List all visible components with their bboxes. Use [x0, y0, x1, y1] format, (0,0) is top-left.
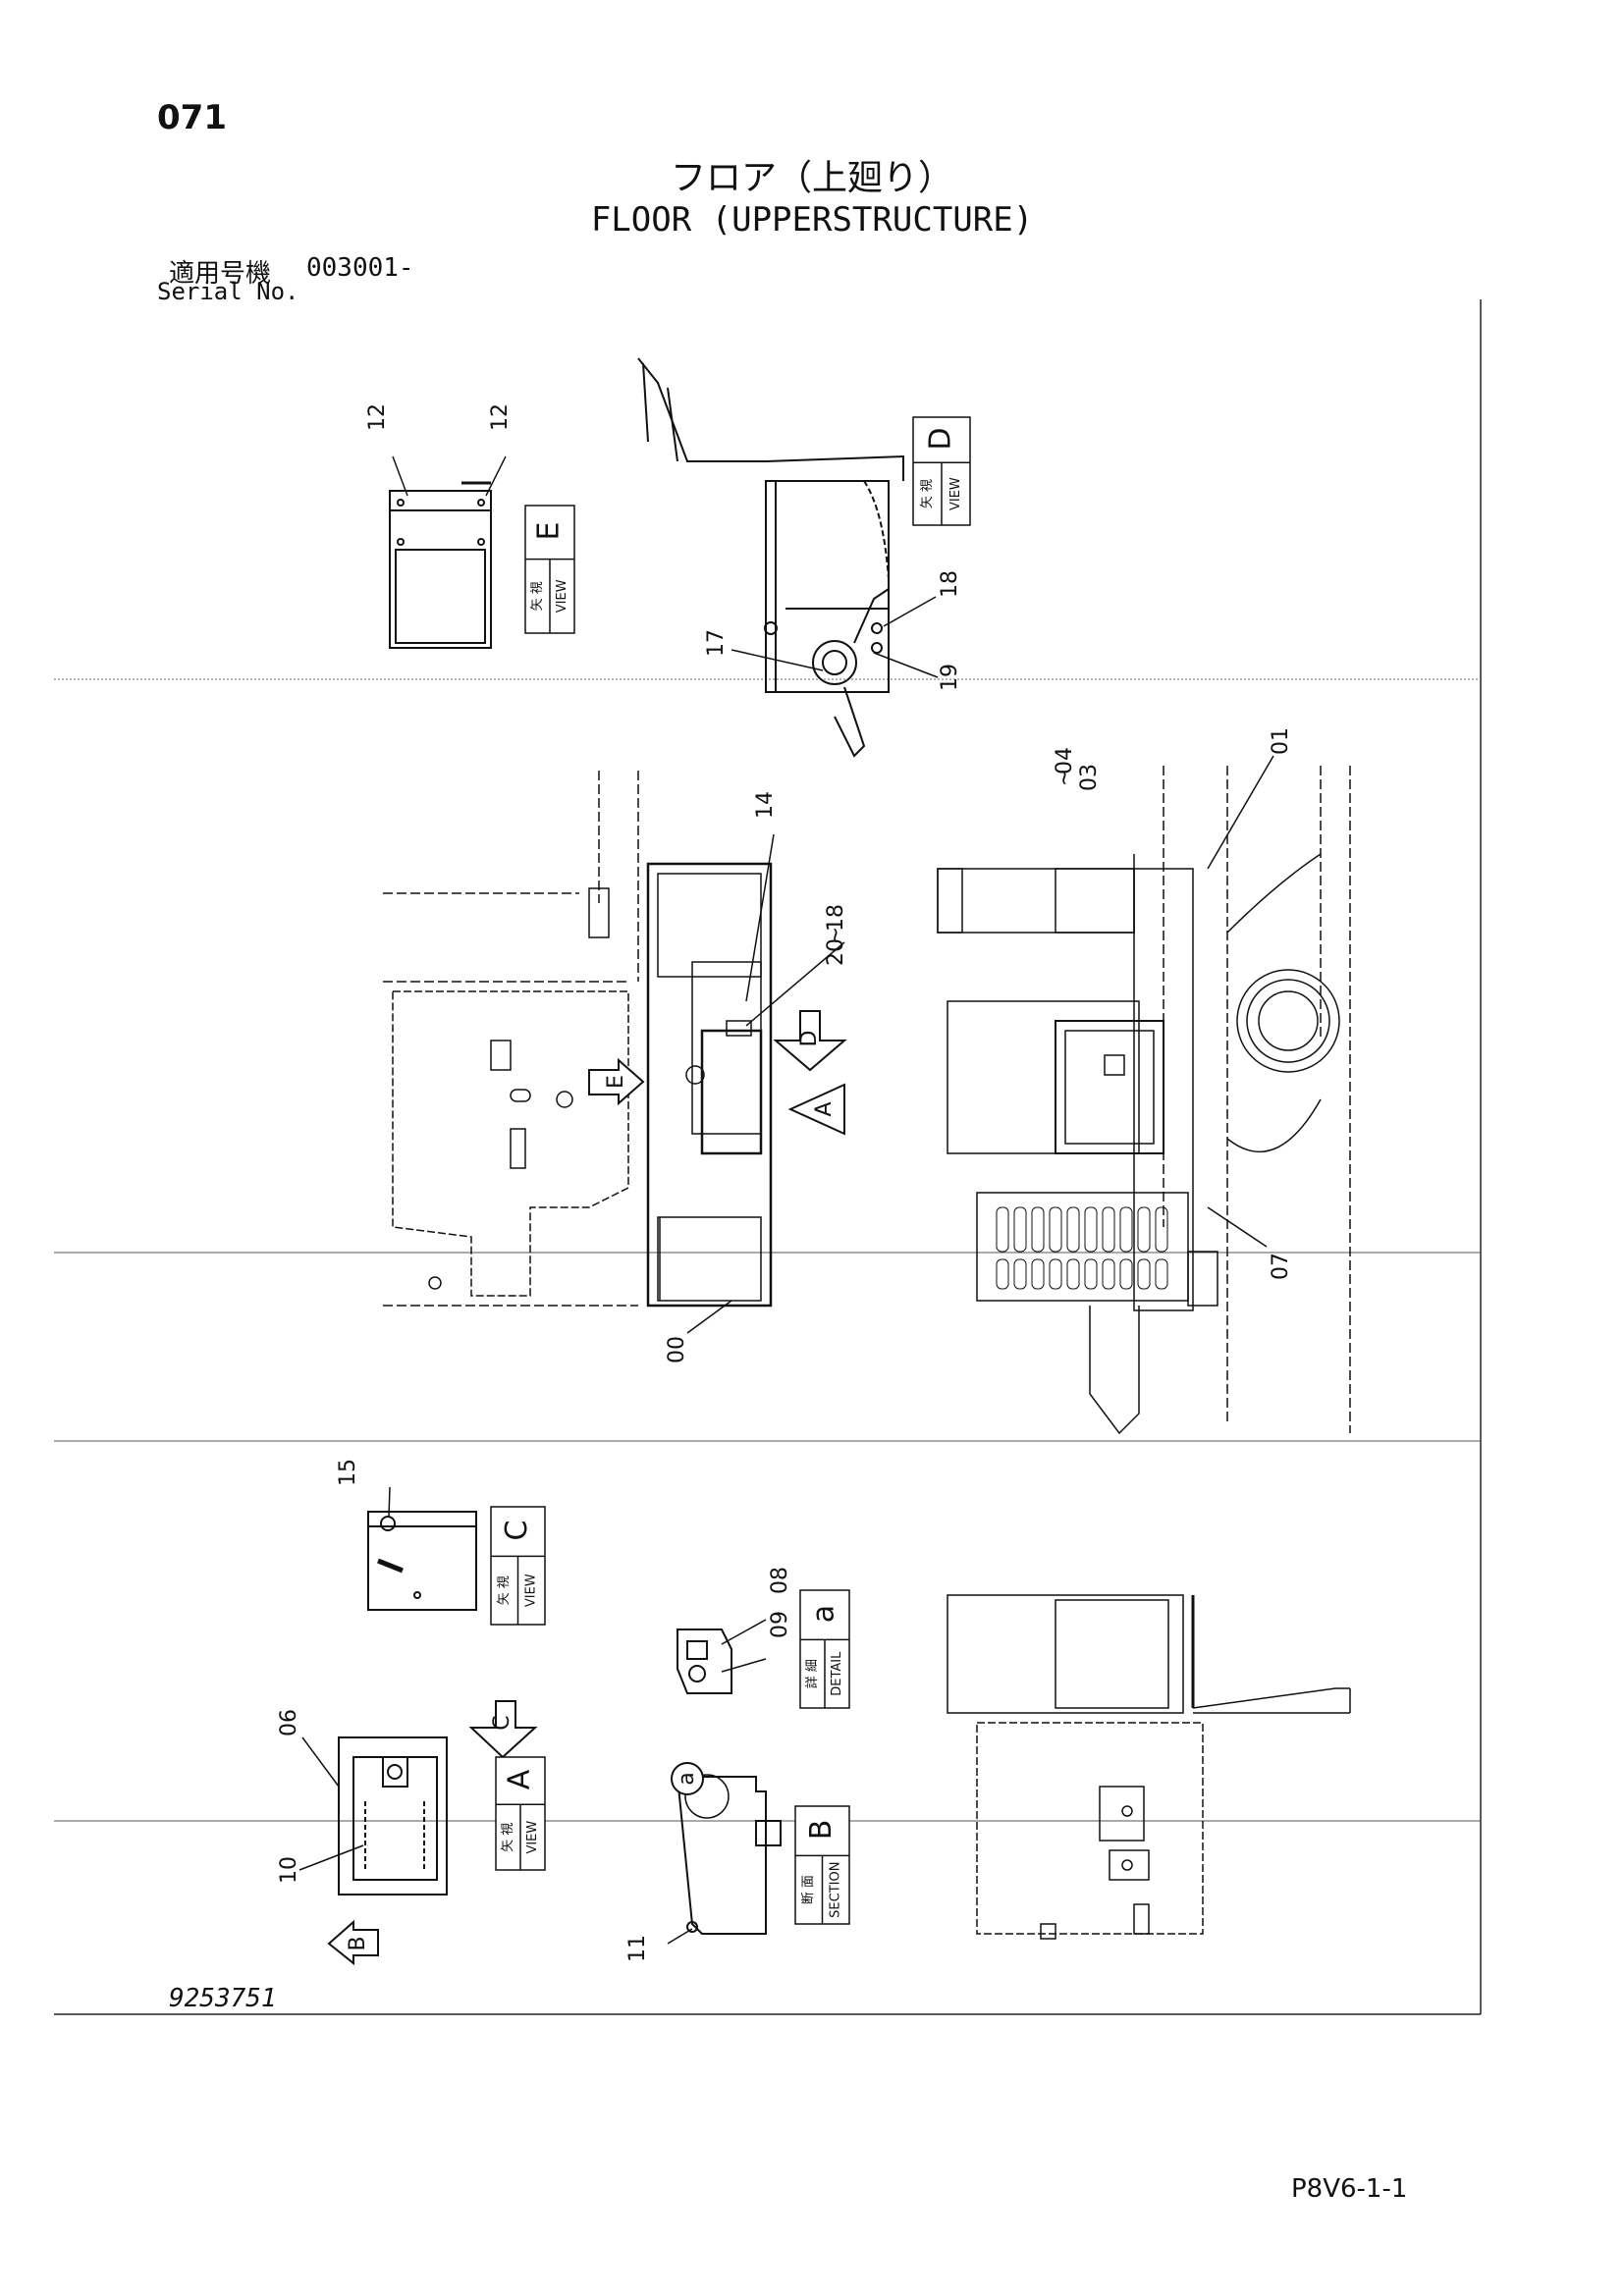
view-label-a-detail: a 詳 細 DETAIL: [799, 1589, 850, 1709]
part-label: 03: [1077, 764, 1102, 791]
view-ja-D: 矢 視: [920, 479, 935, 508]
view-en-A: VIEW: [525, 1821, 540, 1854]
view-c-drawing: [367, 1511, 477, 1611]
part-label: 18: [938, 570, 962, 598]
part-label: 09: [768, 1611, 792, 1638]
part-label: 12: [365, 403, 390, 431]
lower-side-view: [947, 1594, 1351, 1940]
view-label-boxes: E 矢 視 VIEW D 矢 視 VIEW C 矢 視 VIEW A 矢 視 VIEW a 詳 細 DETA…: [490, 416, 971, 1925]
arrow-letter-layer: E D A C Ba: [346, 1031, 837, 1951]
view-letter-C: C: [500, 1521, 534, 1541]
part-label: ~: [824, 927, 848, 944]
arrow-letter-A: A: [812, 1101, 837, 1116]
title-english: FLOOR (UPPERSTRUCTURE): [590, 200, 1034, 240]
view-en-E: VIEW: [555, 579, 569, 613]
part-label: 20: [824, 938, 848, 966]
main-plan-view: [383, 771, 773, 1308]
serial-value: 003001-: [306, 253, 414, 283]
part-label: 18: [824, 904, 848, 932]
part-label: 00: [665, 1336, 689, 1363]
view-d-drawing: [637, 357, 904, 758]
part-label: ~: [1053, 769, 1077, 786]
title-japanese: フロア（上廻り）: [670, 158, 953, 198]
view-arrows: [327, 1010, 847, 1966]
part-label: 08: [768, 1567, 792, 1594]
view-ja-A: 矢 視: [501, 1823, 515, 1852]
section-b-drawing: [676, 1774, 782, 1935]
view-en-B: SECTION: [829, 1862, 843, 1918]
view-letter-B: B: [804, 1820, 839, 1841]
view-letter-E: E: [532, 522, 567, 541]
view-ja-C: 矢 視: [497, 1575, 512, 1605]
part-label: 04: [1053, 747, 1077, 774]
view-ja-a: 詳 細: [804, 1659, 820, 1688]
reference-code: P8V6-1-1: [1291, 2174, 1408, 2204]
view-letter-a: a: [807, 1605, 841, 1623]
view-label-b: B 断 面 SECTION: [794, 1805, 850, 1925]
arrow-letter-a: a: [675, 1772, 699, 1785]
part-label: 17: [704, 629, 729, 657]
serial-label-japanese: 適用号機: [169, 259, 272, 289]
view-label-a: A 矢 視 VIEW: [495, 1756, 546, 1871]
view-en-C: VIEW: [524, 1574, 539, 1607]
serial-label-english: Serial No.: [157, 278, 299, 305]
arrow-b: [327, 1919, 379, 1966]
part-label: 19: [938, 664, 962, 691]
view-label-e: E 矢 視 VIEW: [524, 505, 575, 634]
arrow-letter-B: B: [346, 1936, 370, 1950]
view-ja-B: 断 面: [801, 1875, 816, 1904]
arrow-letter-E: E: [604, 1075, 628, 1089]
arrow-e: [588, 1057, 645, 1106]
detail-a-drawing: [677, 1629, 732, 1694]
part-label: 07: [1269, 1253, 1293, 1280]
part-label: 12: [488, 403, 513, 431]
view-en-a: DETAIL: [830, 1651, 844, 1696]
view-a-drawing: [338, 1736, 448, 1896]
main-side-view: [937, 766, 1351, 1435]
page-number: 071: [157, 98, 227, 137]
arrow-a: [787, 1083, 845, 1136]
part-label: 06: [277, 1709, 301, 1736]
view-ja-E: 矢 視: [530, 581, 545, 611]
drawing-number: 9253751: [169, 1984, 277, 2013]
detail-a-marker: [671, 1762, 704, 1795]
view-label-c: C 矢 視 VIEW: [490, 1506, 546, 1626]
part-label: 15: [336, 1459, 360, 1486]
view-e-drawing: [389, 481, 492, 649]
part-label: 10: [277, 1856, 301, 1884]
part-label: 01: [1269, 727, 1293, 755]
view-letter-A: A: [503, 1769, 537, 1789]
arrow-letter-D: D: [797, 1031, 822, 1047]
arrow-letter-C: C: [490, 1715, 514, 1730]
arrow-c: [468, 1700, 538, 1759]
view-label-d: D 矢 視 VIEW: [912, 416, 971, 526]
leader-lines: [298, 455, 1274, 1945]
arrow-d: [773, 1010, 847, 1072]
part-label: 11: [625, 1935, 650, 1962]
view-en-D: VIEW: [948, 477, 963, 510]
part-label: 14: [753, 791, 778, 819]
view-letter-D: D: [924, 427, 958, 450]
